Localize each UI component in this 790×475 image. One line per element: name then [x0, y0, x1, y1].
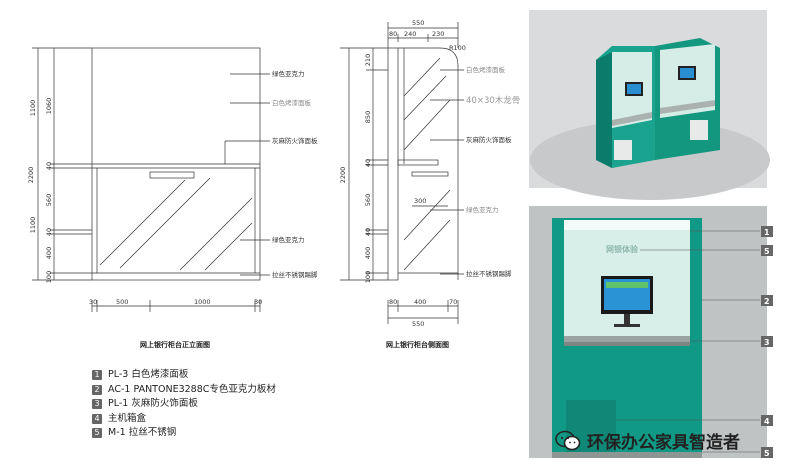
side-dim-560: 560	[364, 194, 372, 206]
side-view-caption: 网上银行柜台侧面图	[386, 341, 449, 349]
front-dim-30b: 30	[254, 298, 262, 306]
side-dim-240: 240	[404, 30, 416, 38]
legend-item: 5 M-1 拉丝不锈钢	[92, 426, 276, 441]
render-callout-4: 4	[764, 417, 770, 426]
render-callout-5: 5	[764, 247, 770, 256]
side-dim-210: 210	[364, 54, 372, 66]
front-view-caption: 网上银行柜台正立面图	[140, 341, 210, 349]
watermark: 环保办公家具智造者	[555, 428, 740, 453]
front-label-steel-foot: 拉丝不锈钢踢脚	[272, 270, 318, 279]
side-label-green-acrylic: 绿色亚克力	[466, 205, 499, 214]
render-sign: 网银体验	[606, 244, 639, 254]
side-dim-550-bottom: 550	[412, 320, 424, 328]
wechat-icon	[555, 430, 581, 452]
render-callout-1: 1	[764, 228, 770, 237]
front-dim-1100-lower: 1100	[29, 217, 37, 234]
front-dim-400: 400	[45, 247, 53, 259]
material-legend: 1 PL-3 白色烤漆面板 2 AC-1 PANTONE3288C专色亚克力板材…	[92, 368, 276, 441]
side-dim-400b: 400	[414, 298, 426, 306]
side-dim-100: 100	[364, 271, 372, 283]
legend-item: 4 主机箱盒	[92, 412, 276, 427]
legend-text: AC-1 PANTONE3288C专色亚克力板材	[108, 383, 276, 395]
front-dim-40a: 40	[45, 162, 53, 170]
legend-item: 1 PL-3 白色烤漆面板	[92, 368, 276, 383]
legend-text: PL-1 灰麻防火饰面板	[108, 398, 198, 409]
front-label-green-acrylic-top: 绿色亚克力	[272, 69, 305, 78]
side-dim-80b: 80	[389, 298, 397, 306]
front-label-white-paint: 白色烤漆面板	[272, 98, 312, 107]
front-dim-40b: 40	[45, 228, 53, 236]
legend-badge: 3	[92, 399, 102, 410]
side-label-white-paint: 白色烤漆面板	[466, 65, 506, 74]
legend-badge: 4	[92, 413, 102, 424]
side-label-gray-panel: 灰麻防火饰面板	[466, 135, 512, 144]
legend-badge: 5	[92, 428, 102, 439]
front-dim-1000: 1000	[194, 298, 211, 306]
side-dim-300: 300	[414, 197, 426, 205]
side-dim-r100: R100	[449, 44, 466, 52]
front-dim-2200: 2200	[27, 167, 35, 184]
side-dim-80: 80	[389, 30, 397, 38]
front-dim-30a: 30	[89, 298, 97, 306]
legend-text: PL-3 白色烤漆面板	[108, 369, 189, 380]
side-dim-70: 70	[449, 298, 457, 306]
side-dim-230: 230	[432, 30, 444, 38]
legend-text: M-1 拉丝不锈钢	[108, 427, 177, 438]
legend-badge: 1	[92, 370, 102, 381]
side-dim-550-top: 550	[412, 19, 424, 27]
front-dim-1060: 1060	[45, 98, 53, 115]
front-dim-100: 100	[45, 271, 53, 283]
render-front-booth	[529, 206, 767, 458]
side-label-tube: 40×30木龙骨	[466, 95, 520, 106]
side-dim-40a: 40	[364, 159, 372, 167]
front-dim-560: 560	[45, 194, 53, 206]
legend-item: 3 PL-1 灰麻防火饰面板	[92, 397, 276, 412]
side-dim-400: 400	[364, 247, 372, 259]
render-callout-3: 3	[764, 338, 770, 347]
side-dim-2200: 2200	[339, 167, 347, 184]
side-label-steel-foot: 拉丝不锈钢踢脚	[466, 269, 512, 278]
render-3d-booths	[529, 10, 770, 200]
front-dim-500: 500	[116, 298, 128, 306]
render-callout-2: 2	[764, 297, 770, 306]
front-label-gray-panel: 灰麻防火饰面板	[272, 136, 318, 145]
side-dim-850: 850	[364, 111, 372, 123]
front-label-green-acrylic-bottom: 绿色亚克力	[272, 235, 305, 244]
watermark-text: 环保办公家具智造者	[587, 433, 740, 453]
front-dim-1100-upper: 1100	[29, 100, 37, 117]
legend-item: 2 AC-1 PANTONE3288C专色亚克力板材	[92, 383, 276, 398]
legend-text: 主机箱盒	[108, 412, 147, 424]
render-callout-5b: 5	[764, 449, 770, 458]
side-dim-40b: 40	[364, 228, 372, 236]
legend-badge: 2	[92, 384, 102, 395]
